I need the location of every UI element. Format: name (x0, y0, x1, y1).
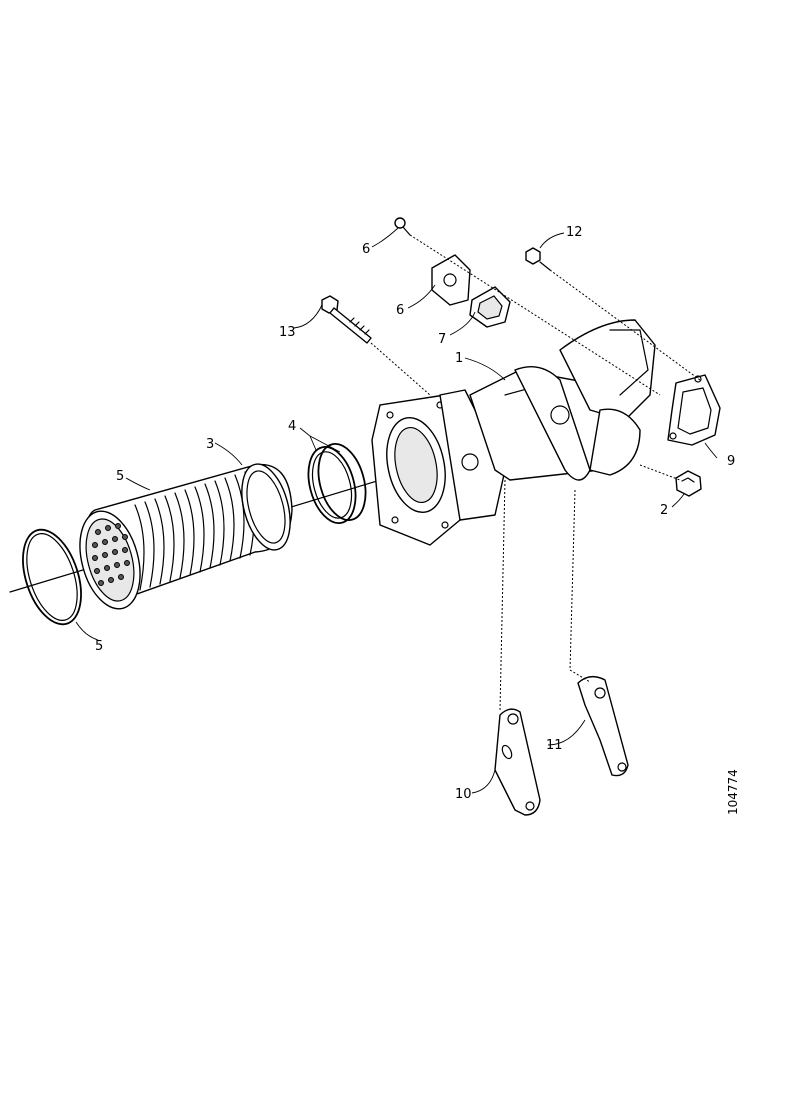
callout-5-upper: 5 (116, 469, 124, 484)
part-4-o-rings (307, 443, 367, 524)
callout-4: 4 (288, 419, 296, 434)
callout-10: 10 (455, 787, 472, 802)
part-1-cooler-housing (371, 319, 656, 546)
cooler-fin-stack (134, 471, 255, 591)
assembly-dash-lines (370, 234, 701, 711)
figure-reference-code: 104774 (726, 769, 740, 815)
part-3-cooler-core (79, 463, 293, 610)
part-7-gasket (469, 286, 511, 328)
callout-1: 1 (455, 351, 463, 366)
callout-6-mid: 6 (396, 303, 404, 318)
part-9-gasket (667, 374, 721, 446)
callout-3: 3 (206, 437, 214, 452)
part-8-cover-plate (431, 254, 471, 306)
part-11-bracket (577, 675, 629, 777)
cooler-tube-pattern (92, 523, 130, 586)
part-2-nut (675, 470, 702, 497)
callout-11: 11 (546, 738, 563, 753)
part-6-bolt (394, 217, 411, 236)
callout-2: 2 (660, 503, 668, 518)
part-10-bracket (494, 708, 541, 816)
callout-5-lower: 5 (95, 639, 103, 654)
callout-7: 7 (438, 332, 446, 347)
callout-13: 13 (279, 325, 296, 340)
callout-9: 9 (727, 454, 735, 469)
part-12-bolt (525, 247, 551, 271)
part-13-long-bolt (321, 295, 372, 344)
part-5-seal-ring-left (22, 528, 82, 626)
callout-6-top: 6 (362, 242, 370, 257)
leader-lines (75, 227, 718, 794)
callout-12: 12 (566, 225, 583, 240)
